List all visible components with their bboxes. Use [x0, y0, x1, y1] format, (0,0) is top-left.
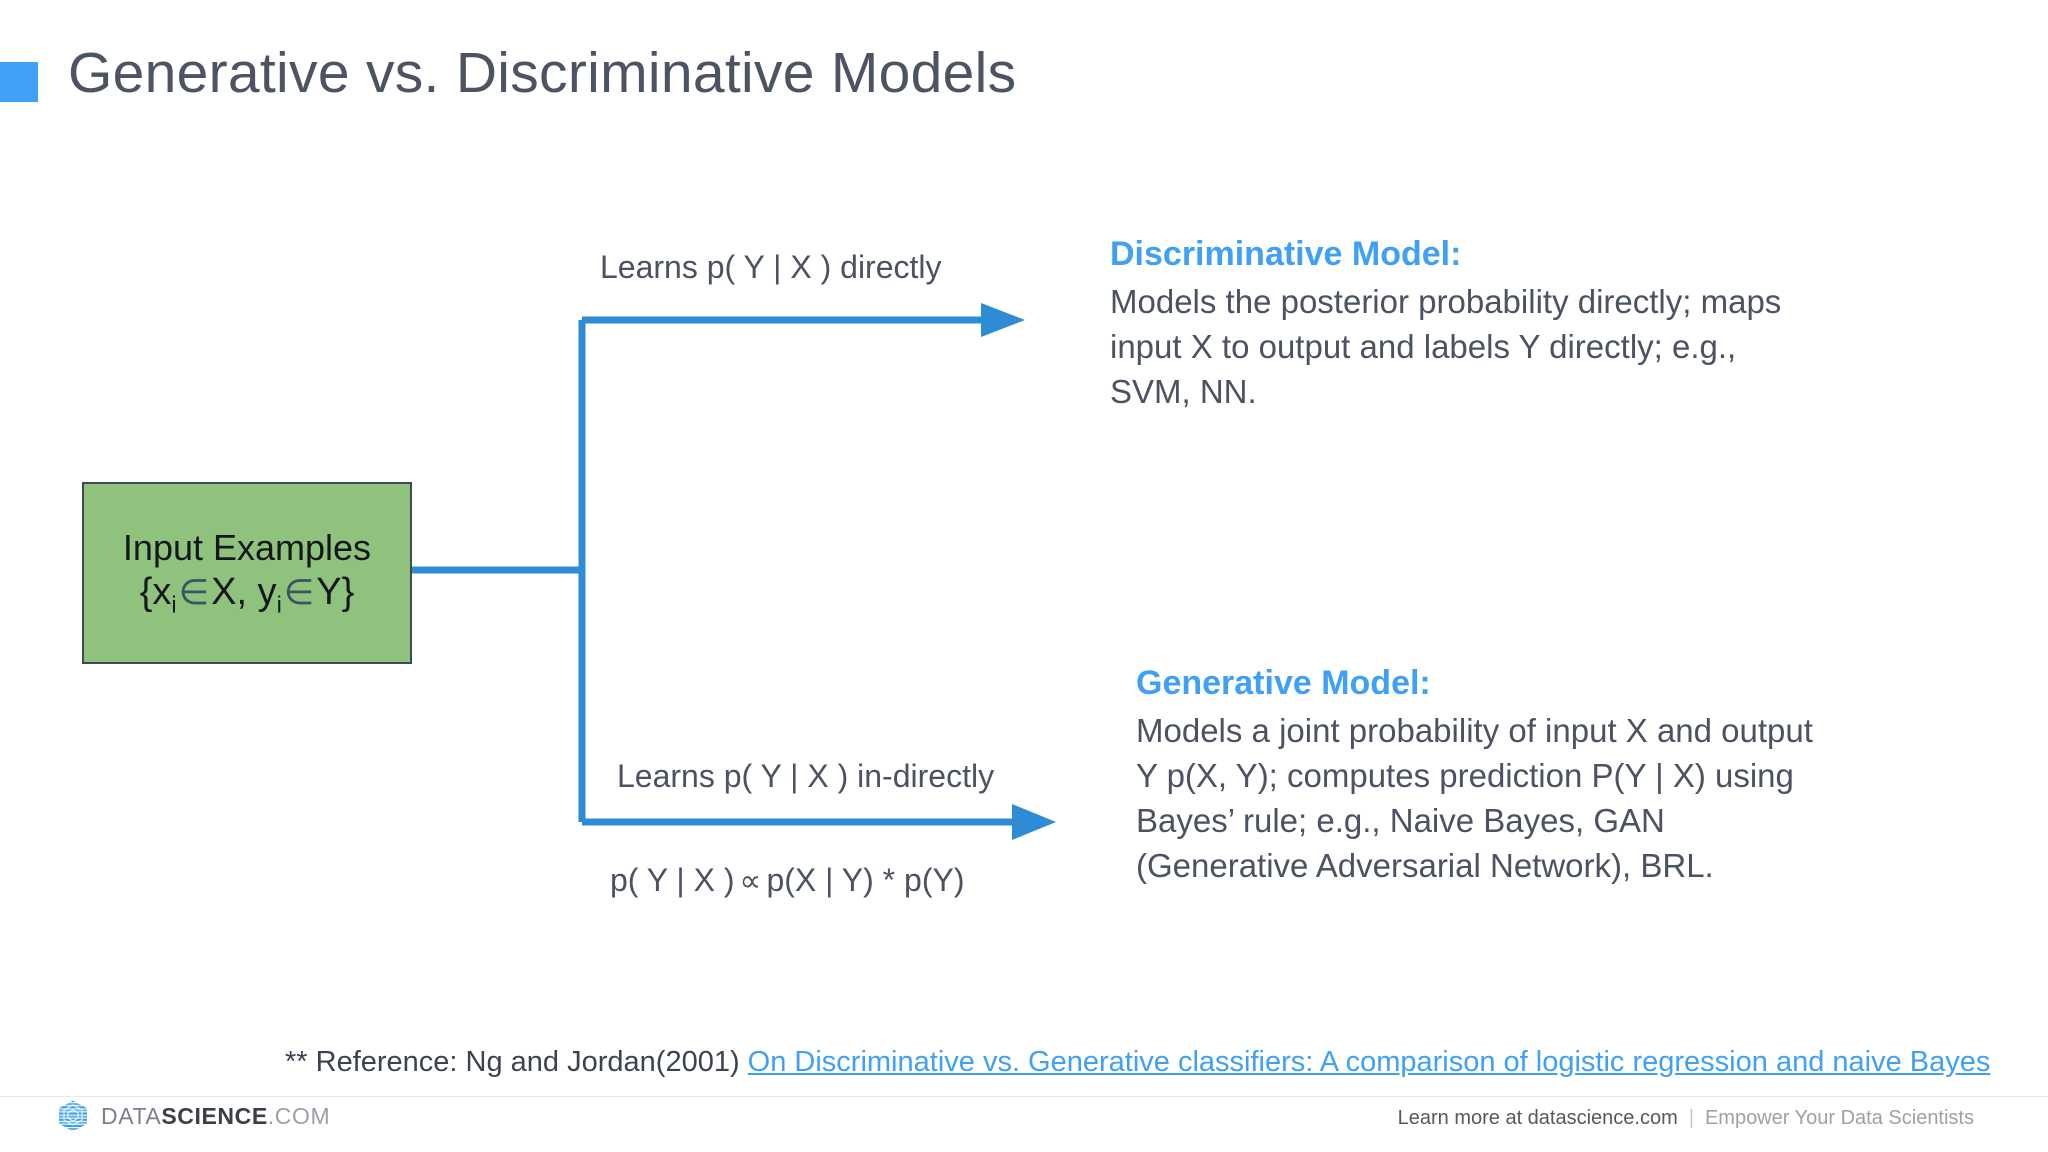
- logo-word-science: SCIENCE: [161, 1102, 268, 1129]
- discriminative-model-block: Discriminative Model: Models the posteri…: [1110, 232, 1810, 414]
- footer-tagline: Empower Your Data Scientists: [1704, 1107, 1974, 1129]
- reference-note: ** Reference: Ng and Jordan(2001) On Dis…: [285, 1046, 1990, 1079]
- element-of-icon-2: ∈: [283, 573, 315, 613]
- footer-divider: [0, 1096, 2048, 1097]
- branch-label-discriminative: Learns p( Y | X ) directly: [600, 249, 942, 285]
- element-of-icon-1: ∈: [178, 573, 210, 613]
- page-title: Generative vs. Discriminative Models: [68, 41, 1017, 105]
- logo-word-com: .COM: [267, 1102, 331, 1129]
- formula-lhs: p( Y | X ): [610, 862, 735, 898]
- set-open: {x: [139, 571, 172, 614]
- arrowhead-bottom-icon: [1012, 804, 1056, 840]
- formula-rhs: p(X | Y) * p(Y): [766, 862, 965, 898]
- hex-stack-logo-icon: [59, 1100, 87, 1131]
- set-subscript-1: i: [171, 592, 177, 618]
- discriminative-model-body: Models the posterior probability directl…: [1110, 282, 1782, 411]
- footer-learn-more[interactable]: Learn more at datascience.com: [1397, 1107, 1678, 1129]
- proportional-to-icon: ∝: [739, 863, 762, 898]
- generative-model-heading: Generative Model:: [1136, 664, 1431, 702]
- bayes-formula: p( Y | X )∝p(X | Y) * p(Y): [610, 862, 964, 899]
- datascience-logo[interactable]: DATASCIENCE.COM: [58, 1100, 330, 1132]
- branch-label-generative: Learns p( Y | X ) in-directly: [617, 758, 995, 794]
- reference-prefix: ** Reference: Ng and Jordan(2001): [285, 1046, 748, 1078]
- set-subscript-2: i: [276, 592, 282, 618]
- footer-divider-pipe: |: [1688, 1107, 1694, 1129]
- input-examples-node: Input Examples {xi∈X, yi∈Y}: [82, 482, 412, 664]
- set-close: Y}: [316, 571, 355, 614]
- logo-word-data: DATA: [101, 1102, 162, 1129]
- input-examples-label: Input Examples: [122, 526, 372, 568]
- set-x: X, y: [211, 571, 277, 614]
- datascience-logo-text: DATASCIENCE.COM: [101, 1103, 330, 1130]
- footer-tagline-group: Learn more at datascience.com | Empower Yo…: [1398, 1107, 1974, 1130]
- discriminative-model-heading: Discriminative Model:: [1110, 235, 1462, 273]
- arrowhead-top-icon: [981, 303, 1025, 337]
- input-examples-set-notation: {xi∈X, yi∈Y}: [140, 570, 355, 619]
- title-accent-square: [0, 62, 38, 102]
- generative-model-body: Models a joint probability of input X an…: [1136, 711, 1813, 885]
- reference-link[interactable]: On Discriminative vs. Generative classif…: [747, 1046, 1991, 1078]
- generative-model-block: Generative Model: Models a joint probabi…: [1136, 661, 1836, 889]
